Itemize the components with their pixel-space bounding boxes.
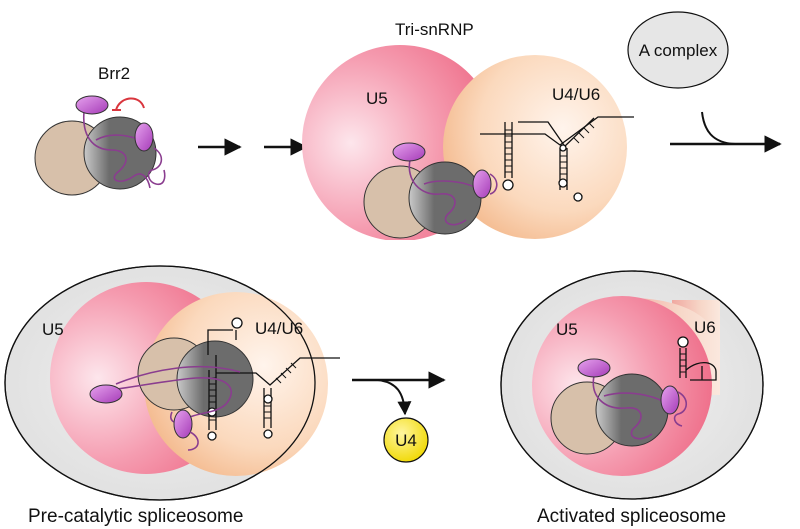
pre-brr2-purple-n [89,384,123,404]
act-oval-outline [500,270,764,500]
tri-rna-structure [480,116,634,202]
brr2-tail [147,147,166,186]
act-u6-label: U6 [694,318,716,337]
activated-caption: Activated spliceosome [537,506,726,527]
tri-u4u6-label: U4/U6 [552,85,600,104]
u4-release: U4 [352,371,446,463]
tri-brr2-linker [408,159,467,226]
act-brr2-purple-n [577,358,611,378]
pre-catalytic-spliceosome: U5 U4/U6 [4,265,340,501]
act-u6-rungs [680,353,686,373]
tri-brr2-tail [489,173,498,195]
tri-u5-label: U5 [366,89,388,108]
pre-brr2-tail [187,431,199,451]
act-brr2-tail [673,391,688,427]
tri-bottom-mask [330,240,600,270]
inhibition-arc [115,97,145,111]
brr2-purple-domain-c [134,122,154,152]
pre-brr2-linker-2 [115,365,241,385]
act-u5-label: U5 [556,320,578,339]
pre-catalytic-caption: Pre-catalytic spliceosome [28,506,243,527]
pre-u5-label: U5 [42,320,64,339]
pre-brr2-purple-c [173,409,193,439]
pre-oval-outline [4,265,316,501]
brr2-linker [83,111,151,189]
tri-brr2-purple-c [472,169,492,199]
act-brr2-purple-c [660,385,680,415]
tri-brr2-grey [408,161,482,235]
act-brr2-linker [592,375,653,440]
activated-spliceosome: U5 U6 [500,270,764,500]
tri-rna-rungs [505,122,595,175]
a-complex-joining-curve [701,111,736,145]
tri-brr2-purple-n [392,142,426,162]
u4-particle [383,417,429,463]
act-u6-rna [677,336,717,381]
u4-release-curve [377,379,412,416]
a-complex: A complex [627,11,782,153]
u4-label: U4 [395,431,417,450]
a-complex-oval [627,11,729,89]
brr2-label: Brr2 [98,64,130,83]
free-brr2: Brr2 [34,64,166,196]
tri-snrnp-label: Tri-snRNP [395,20,474,39]
act-brr2-linker-2 [603,392,665,403]
pre-u4u6-label: U4/U6 [255,319,303,338]
tri-snrnp: Tri-snRNP U5 U4/U6 [302,20,634,270]
a-complex-label: A complex [639,41,718,60]
brr2-purple-domain-n [75,95,109,115]
